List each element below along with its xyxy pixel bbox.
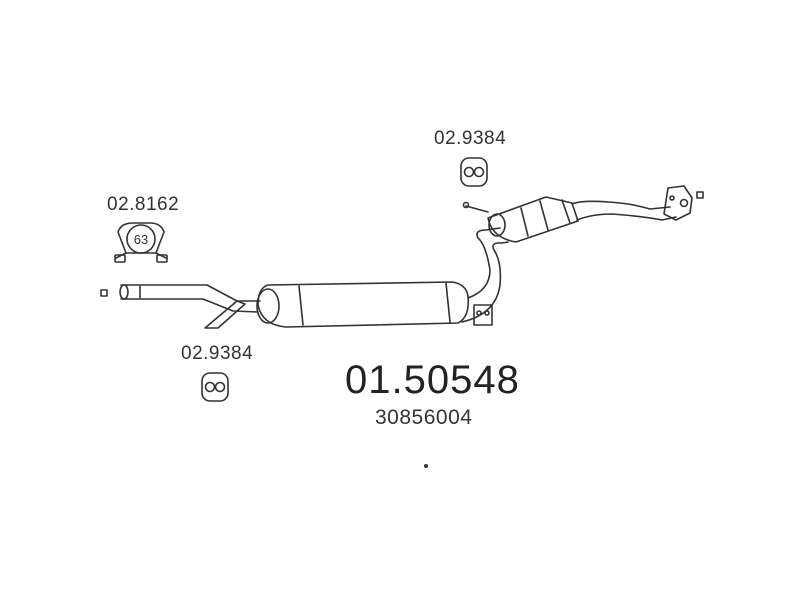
- rubber-mount-bottom-label: 02.9384: [181, 343, 254, 364]
- exhaust-pipe-assembly: [100, 185, 704, 329]
- clamp-size-label: 63: [134, 232, 148, 247]
- rubber-mount-bottom-icon: [201, 372, 229, 402]
- exhaust-clamp-icon: 63: [114, 222, 168, 263]
- product-code: 01.50548: [345, 358, 520, 402]
- rubber-mount-top-label: 02.9384: [434, 128, 507, 149]
- oem-number: 30856004: [375, 406, 473, 429]
- rubber-mount-top-icon: [460, 157, 488, 187]
- dot-marker: [423, 463, 428, 468]
- clamp-part-label: 02.8162: [107, 194, 180, 215]
